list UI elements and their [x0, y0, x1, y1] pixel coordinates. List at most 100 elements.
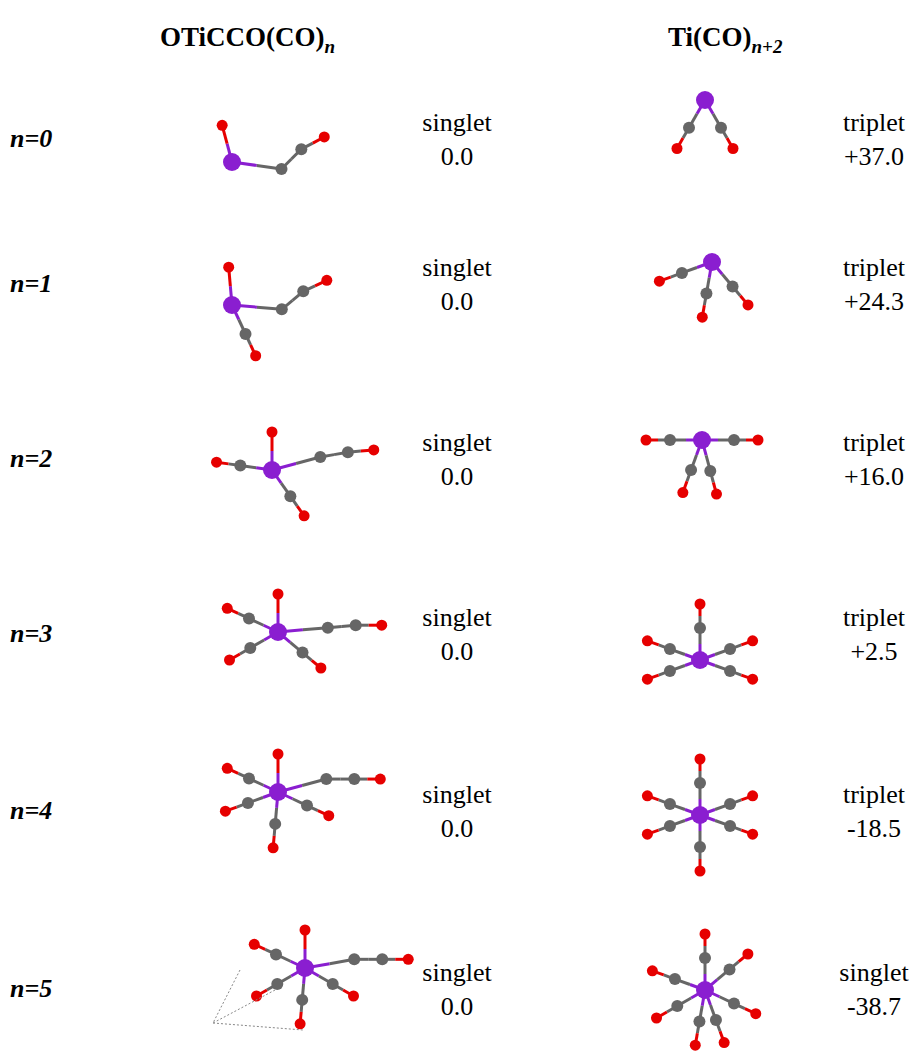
oxygen-atom [249, 939, 260, 950]
titanium-atom [696, 91, 714, 109]
spin-state: singlet [422, 782, 491, 808]
oxygen-atom [273, 749, 284, 760]
carbon-atom [676, 267, 688, 279]
carbon-atom [664, 434, 676, 446]
titanium-atom [693, 431, 711, 449]
relative-energy: 0.0 [441, 464, 474, 490]
titanium-atom [296, 959, 314, 977]
oxygen-atom [368, 444, 379, 455]
carbon-atom [724, 820, 736, 832]
oxygen-atom [750, 1008, 761, 1019]
carbon-atom [243, 772, 255, 784]
relative-energy: +16.0 [844, 464, 904, 490]
formula-subscript: n [325, 36, 336, 57]
oxygen-atom [299, 510, 310, 521]
oxygen-atom [742, 299, 753, 310]
formula: Ti(CO) [668, 22, 752, 52]
oxygen-atom [224, 655, 235, 666]
oxygen-atom [672, 143, 683, 154]
oxygen-atom [267, 427, 278, 438]
carbon-atom [234, 460, 246, 472]
titanium-atom [691, 806, 709, 824]
spin-state: singlet [422, 110, 491, 136]
titanium-atom [269, 623, 287, 641]
carbon-atom [664, 643, 676, 655]
carbon-atom [728, 998, 740, 1010]
spin-state: triplet [843, 110, 905, 136]
spin-state: singlet [422, 255, 491, 281]
carbon-atom [276, 163, 288, 175]
relative-energy: 0.0 [441, 994, 474, 1020]
carbon-atom [342, 446, 354, 458]
contact-line [213, 970, 240, 1023]
carbon-atom [327, 978, 339, 990]
carbon-atom [724, 798, 736, 810]
oxygen-atom [642, 829, 653, 840]
oxygen-atom [222, 763, 233, 774]
oxygen-atom [319, 131, 330, 142]
oxygen-atom [642, 674, 653, 685]
carbon-atom [669, 973, 681, 985]
row-label: n=5 [10, 976, 52, 1002]
contact-line [213, 1023, 303, 1030]
oxygen-atom [695, 866, 706, 877]
relative-energy: -38.7 [847, 994, 901, 1020]
titanium-atom [263, 461, 281, 479]
carbon-atom [243, 612, 255, 624]
oxygen-atom [295, 1018, 306, 1029]
titanium-atom [269, 783, 287, 801]
relative-energy: +24.3 [844, 289, 904, 315]
carbon-atom [685, 464, 697, 476]
spin-state: triplet [843, 782, 905, 808]
carbon-atom [348, 953, 360, 965]
spin-state: triplet [843, 255, 905, 281]
oxygen-atom [690, 1040, 701, 1051]
relative-energy: +37.0 [844, 144, 904, 170]
carbon-atom [699, 952, 711, 964]
oxygen-atom [268, 842, 279, 853]
oxygen-atom [728, 143, 739, 154]
carbon-atom [348, 773, 360, 785]
carbon-atom [295, 143, 307, 155]
carbon-atom [320, 773, 332, 785]
carbon-atom [694, 622, 706, 634]
titanium-atom [223, 153, 241, 171]
carbon-atom [322, 622, 334, 634]
oxygen-atom [223, 262, 234, 273]
relative-energy: 0.0 [441, 289, 474, 315]
oxygen-atom [747, 829, 758, 840]
carbon-atom [301, 800, 313, 812]
column-heading: OTiCCO(CO)n [160, 24, 335, 51]
carbon-atom [350, 619, 362, 631]
carbon-atom [664, 798, 676, 810]
row-label: n=0 [10, 126, 52, 152]
carbon-atom [271, 978, 283, 990]
oxygen-atom [753, 435, 764, 446]
spin-state: triplet [843, 605, 905, 631]
oxygen-atom [695, 754, 706, 765]
carbon-atom [710, 1014, 722, 1026]
carbon-atom [296, 994, 308, 1006]
oxygen-atom [211, 457, 222, 468]
oxygen-atom [273, 589, 284, 600]
carbon-atom [693, 1016, 705, 1028]
spin-state: singlet [422, 430, 491, 456]
oxygen-atom [700, 929, 711, 940]
carbon-atom [694, 777, 706, 789]
carbon-atom [297, 285, 309, 297]
carbon-atom [269, 818, 281, 830]
oxygen-atom [323, 810, 334, 821]
oxygen-atom [677, 487, 688, 498]
carbon-atom [724, 665, 736, 677]
row-label: n=2 [10, 446, 52, 472]
carbon-atom [694, 841, 706, 853]
oxygen-atom [642, 790, 653, 801]
carbon-atom [664, 820, 676, 832]
oxygen-atom [651, 1013, 662, 1024]
oxygen-atom [375, 774, 386, 785]
oxygen-atom [711, 489, 722, 500]
carbon-atom [724, 643, 736, 655]
oxygen-atom [348, 991, 359, 1002]
carbon-atom [314, 451, 326, 463]
oxygen-atom [747, 790, 758, 801]
